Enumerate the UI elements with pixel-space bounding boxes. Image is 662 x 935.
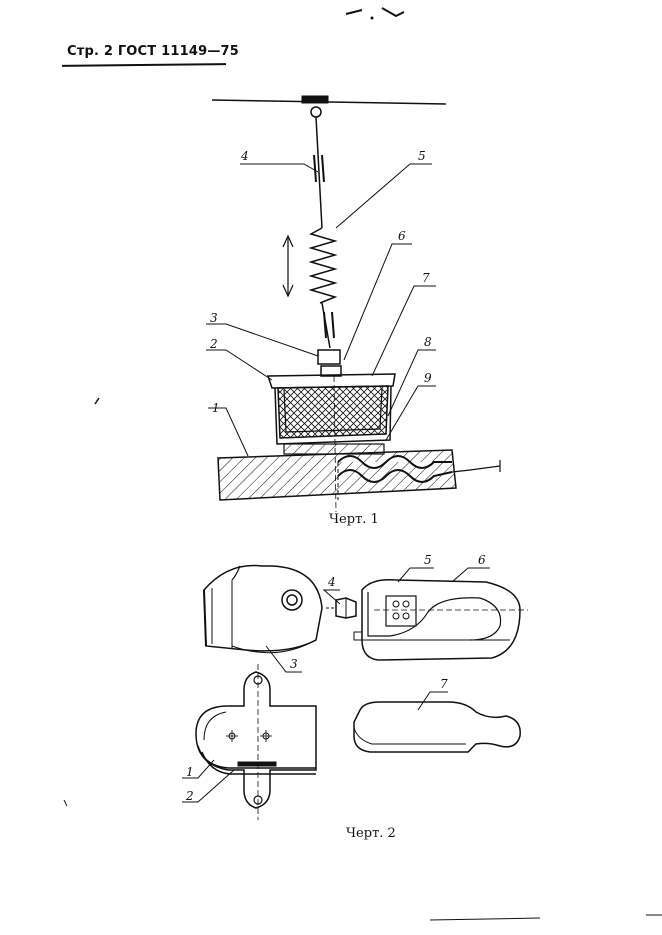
fig2-callout-5: 5 (424, 553, 432, 567)
figure-1-caption: Черт. 1 (329, 512, 379, 527)
fig2-callout-4: 4 (327, 575, 336, 589)
fig1-callout-4: 4 (240, 149, 249, 163)
fig1-callout-1: 1 (212, 401, 220, 415)
fig2-callout-6: 6 (478, 553, 486, 567)
fig1-callout-7: 7 (422, 271, 430, 285)
fig1-callout-6: 6 (398, 229, 406, 243)
scan-marks (63, 7, 662, 921)
figure-1-callouts: 1 2 3 4 5 6 7 8 9 (209, 149, 432, 415)
figure-2-drawing (182, 564, 528, 820)
page-header: Стр. 2 ГОСТ 11149—75 (67, 44, 240, 59)
fig2-callout-2: 2 (185, 789, 194, 803)
fig2-callout-3: 3 (290, 657, 298, 671)
fig1-callout-5: 5 (418, 149, 426, 163)
figure-2-caption: Черт. 2 (346, 826, 396, 841)
fig2-callout-1: 1 (186, 765, 194, 779)
fig2-callout-7: 7 (440, 677, 448, 691)
fig1-callout-2: 2 (209, 337, 218, 351)
fig1-callout-3: 3 (210, 311, 218, 325)
figure-2-callouts: 1 2 3 4 5 6 7 (185, 553, 486, 803)
fig1-callout-8: 8 (424, 335, 432, 349)
fig1-callout-9: 9 (424, 371, 432, 385)
figure-1-drawing (206, 95, 501, 513)
